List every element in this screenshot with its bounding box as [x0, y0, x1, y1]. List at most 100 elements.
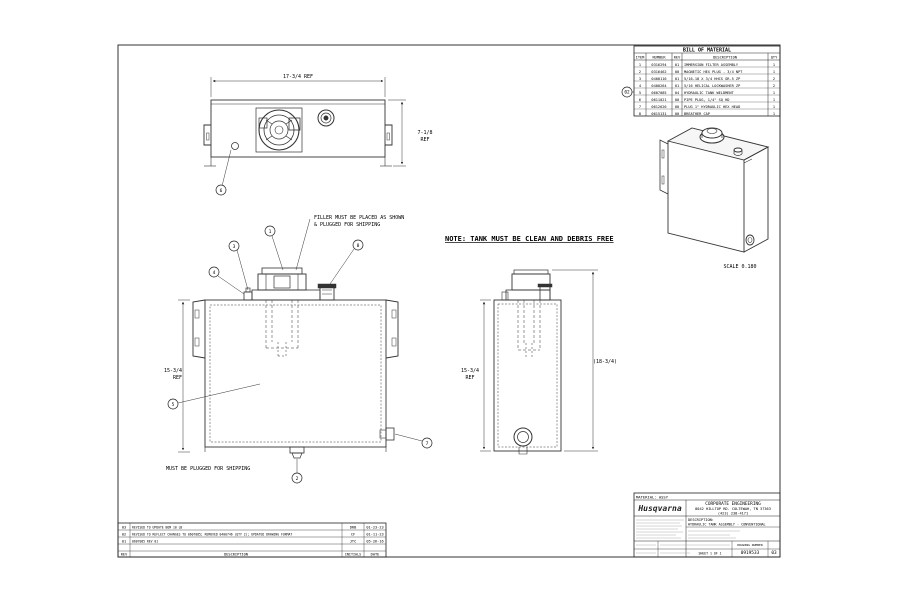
bom-cell-number: 0400116 — [651, 77, 666, 81]
rev-cell-rev: 03 — [122, 526, 126, 530]
top-view — [203, 77, 406, 187]
balloon-3-label: 3 — [233, 244, 236, 250]
dim-top-width: 17-3/4 REF — [283, 74, 313, 80]
bom-cell-number: 0316462 — [651, 70, 666, 74]
rev-cell-date: 05-26-16 — [366, 540, 383, 544]
front-view — [177, 218, 423, 473]
bill-of-material: BILL OF MATERIAL ITEM NUMBER REV DESCRIP… — [633, 45, 781, 117]
material-label: MATERIAL: ASSY — [636, 495, 669, 500]
bom-cell-description: 5/16 HELICAL LOCKWASHER ZP — [684, 84, 740, 88]
bom-cell-number: 0611021 — [651, 98, 666, 102]
description-label: DESCRIPTION: — [688, 518, 714, 522]
balloon-1 — [264, 225, 276, 237]
bom-cell-rev: 00 — [675, 105, 679, 109]
bom-cell-description: IMMERSION FILTER ASSEMBLY — [684, 63, 739, 67]
bom-cell-number: 0607085 — [651, 91, 666, 95]
clean-note: NOTE: TANK MUST BE CLEAN AND DEBRIS FREE — [445, 235, 614, 243]
bom-cell-description: HYDRAULIC TANK WELDMENT — [684, 91, 735, 95]
bom-cell-rev: 01 — [675, 63, 679, 67]
rev-header-rev: REV — [121, 553, 128, 557]
balloon-5-label: 5 — [172, 402, 175, 408]
bom-cell-description: MAGNETIC HEX PLUG - 3/4 NPT — [684, 70, 743, 74]
bom-cell-rev: 00 — [675, 98, 679, 102]
rev-cell-by: CF — [351, 533, 355, 537]
bom-cell-qty: 1 — [773, 98, 775, 102]
bom-cell-rev: 00 — [675, 112, 679, 116]
description-value: HYDRAULIC TANK ASSEMBLY - CONVENTIONAL — [688, 523, 766, 527]
bom-cell-rev: 00 — [675, 70, 679, 74]
company-logo: Husqvarna — [637, 504, 682, 513]
rev-cell-by: JTC — [350, 540, 357, 544]
rev-cell-rev: 01 — [122, 540, 126, 544]
bom-cell-number: 0316294 — [651, 63, 666, 67]
company-name: CORPORATE ENGINEERING — [705, 501, 761, 507]
rev-header-date: DATE — [371, 553, 380, 557]
bom-cell-item: 4 — [639, 84, 641, 88]
bom-cell-item: 6 — [639, 98, 641, 102]
bom-header-item: ITEM — [636, 56, 645, 60]
dim-front-height-value: 15-3/4 — [164, 368, 182, 374]
rev-cell-by: DRB — [350, 526, 357, 530]
bom-header-rev: REV — [674, 56, 681, 60]
balloon-8-label: 8 — [357, 243, 360, 249]
bom-cell-description: PIPE PLUG, 1/4" SQ HD — [684, 98, 729, 102]
bom-cell-description: 5/16-18 X 3/4 HHCS GR.5 ZP — [684, 77, 740, 81]
rev-cell-date: 01-11-23 — [366, 533, 383, 537]
bom-cell-item: 8 — [639, 112, 641, 116]
bom-cell-qty: 2 — [773, 77, 775, 81]
balloon-1-label: 1 — [269, 229, 272, 235]
balloon-2-label: 2 — [296, 476, 299, 482]
bom-cell-qty: 1 — [773, 91, 775, 95]
bom-cell-qty: 1 — [773, 70, 775, 74]
balloon-4 — [208, 266, 220, 278]
revision-block: 03 REVISED TO UPDATE BOM 10 LB DRB 01-23-23… — [117, 522, 387, 558]
dim-top-height-value: 7-1/8 — [417, 130, 432, 136]
bom-cell-number: 0615131 — [651, 112, 666, 116]
scale-note: SCALE 0.180 — [723, 264, 756, 270]
drawing-number-label: DRAWING NUMBER — [737, 543, 762, 547]
rev-cell-rev: 02 — [122, 533, 126, 537]
bom-cell-item: 2 — [639, 70, 641, 74]
rev-cell-description: REVISED TO UPDATE BOM 10 LB — [132, 526, 182, 530]
bom-header-number: NUMBER — [653, 56, 667, 60]
bom-cell-item: 7 — [639, 105, 641, 109]
bom-cell-qty: 2 — [773, 84, 775, 88]
balloon-3 — [228, 240, 240, 252]
bom-header-description: DESCRIPTION — [713, 56, 737, 60]
bom-cell-item: 3 — [639, 77, 641, 81]
rev-header-initials: INITIALS — [345, 553, 361, 557]
balloon-2 — [291, 472, 303, 484]
drawing-number: 0919533 — [741, 550, 760, 556]
bom-cell-rev: 01 — [675, 84, 679, 88]
balloon-7 — [421, 437, 433, 449]
company-phone: (423) 238-4171 — [718, 512, 748, 516]
balloon-6-label: 6 — [220, 188, 223, 194]
drawing-border — [117, 44, 781, 558]
rev-cell-description: REVISED TO REFLECT CHANGES TO 0607085; R… — [132, 533, 292, 537]
balloon-6 — [215, 184, 227, 196]
bom-header-qty: QTY — [771, 56, 778, 60]
dim-side-height-ref: REF — [465, 375, 474, 381]
bom-cell-description: PLUG 1" HYDRAULIC HEX HEAD — [684, 105, 740, 109]
dim-front-height-ref: REF — [173, 375, 182, 381]
balloon-8 — [352, 239, 364, 251]
rev-cell-date: 01-23-23 — [366, 526, 383, 530]
sheet-count: SHEET 1 OF 1 — [698, 552, 721, 556]
dim-top-height-ref: REF — [420, 137, 429, 143]
rev-cell-description: 0607085 REV 01 — [132, 540, 158, 544]
filler-note-line2: & PLUGGED FOR SHIPPING — [314, 222, 380, 228]
title-block: Husqvarna MATERIAL: ASSY CORPORATE ENGIN… — [633, 492, 781, 558]
bom-title: BILL OF MATERIAL — [683, 48, 731, 54]
balloon-7-label: 7 — [426, 441, 429, 447]
rev-header-description: DESCRIPTION — [224, 553, 248, 557]
filler-note-line1: FILLER MUST BE PLACED AS SHOWN — [314, 215, 404, 221]
bom-cell-description: BREATHER CAP — [684, 112, 710, 116]
isometric-view — [659, 127, 770, 253]
drawing-rev: 03 — [771, 550, 777, 556]
dim-side-overall: (18-3/4) — [593, 359, 617, 365]
bom-cell-item: 1 — [639, 63, 641, 67]
bom-cell-number: 0400264 — [651, 84, 666, 88]
bom-callout-label: 02 — [624, 90, 630, 96]
front-balloons: 1 3 4 8 5 2 7 — [167, 225, 433, 484]
